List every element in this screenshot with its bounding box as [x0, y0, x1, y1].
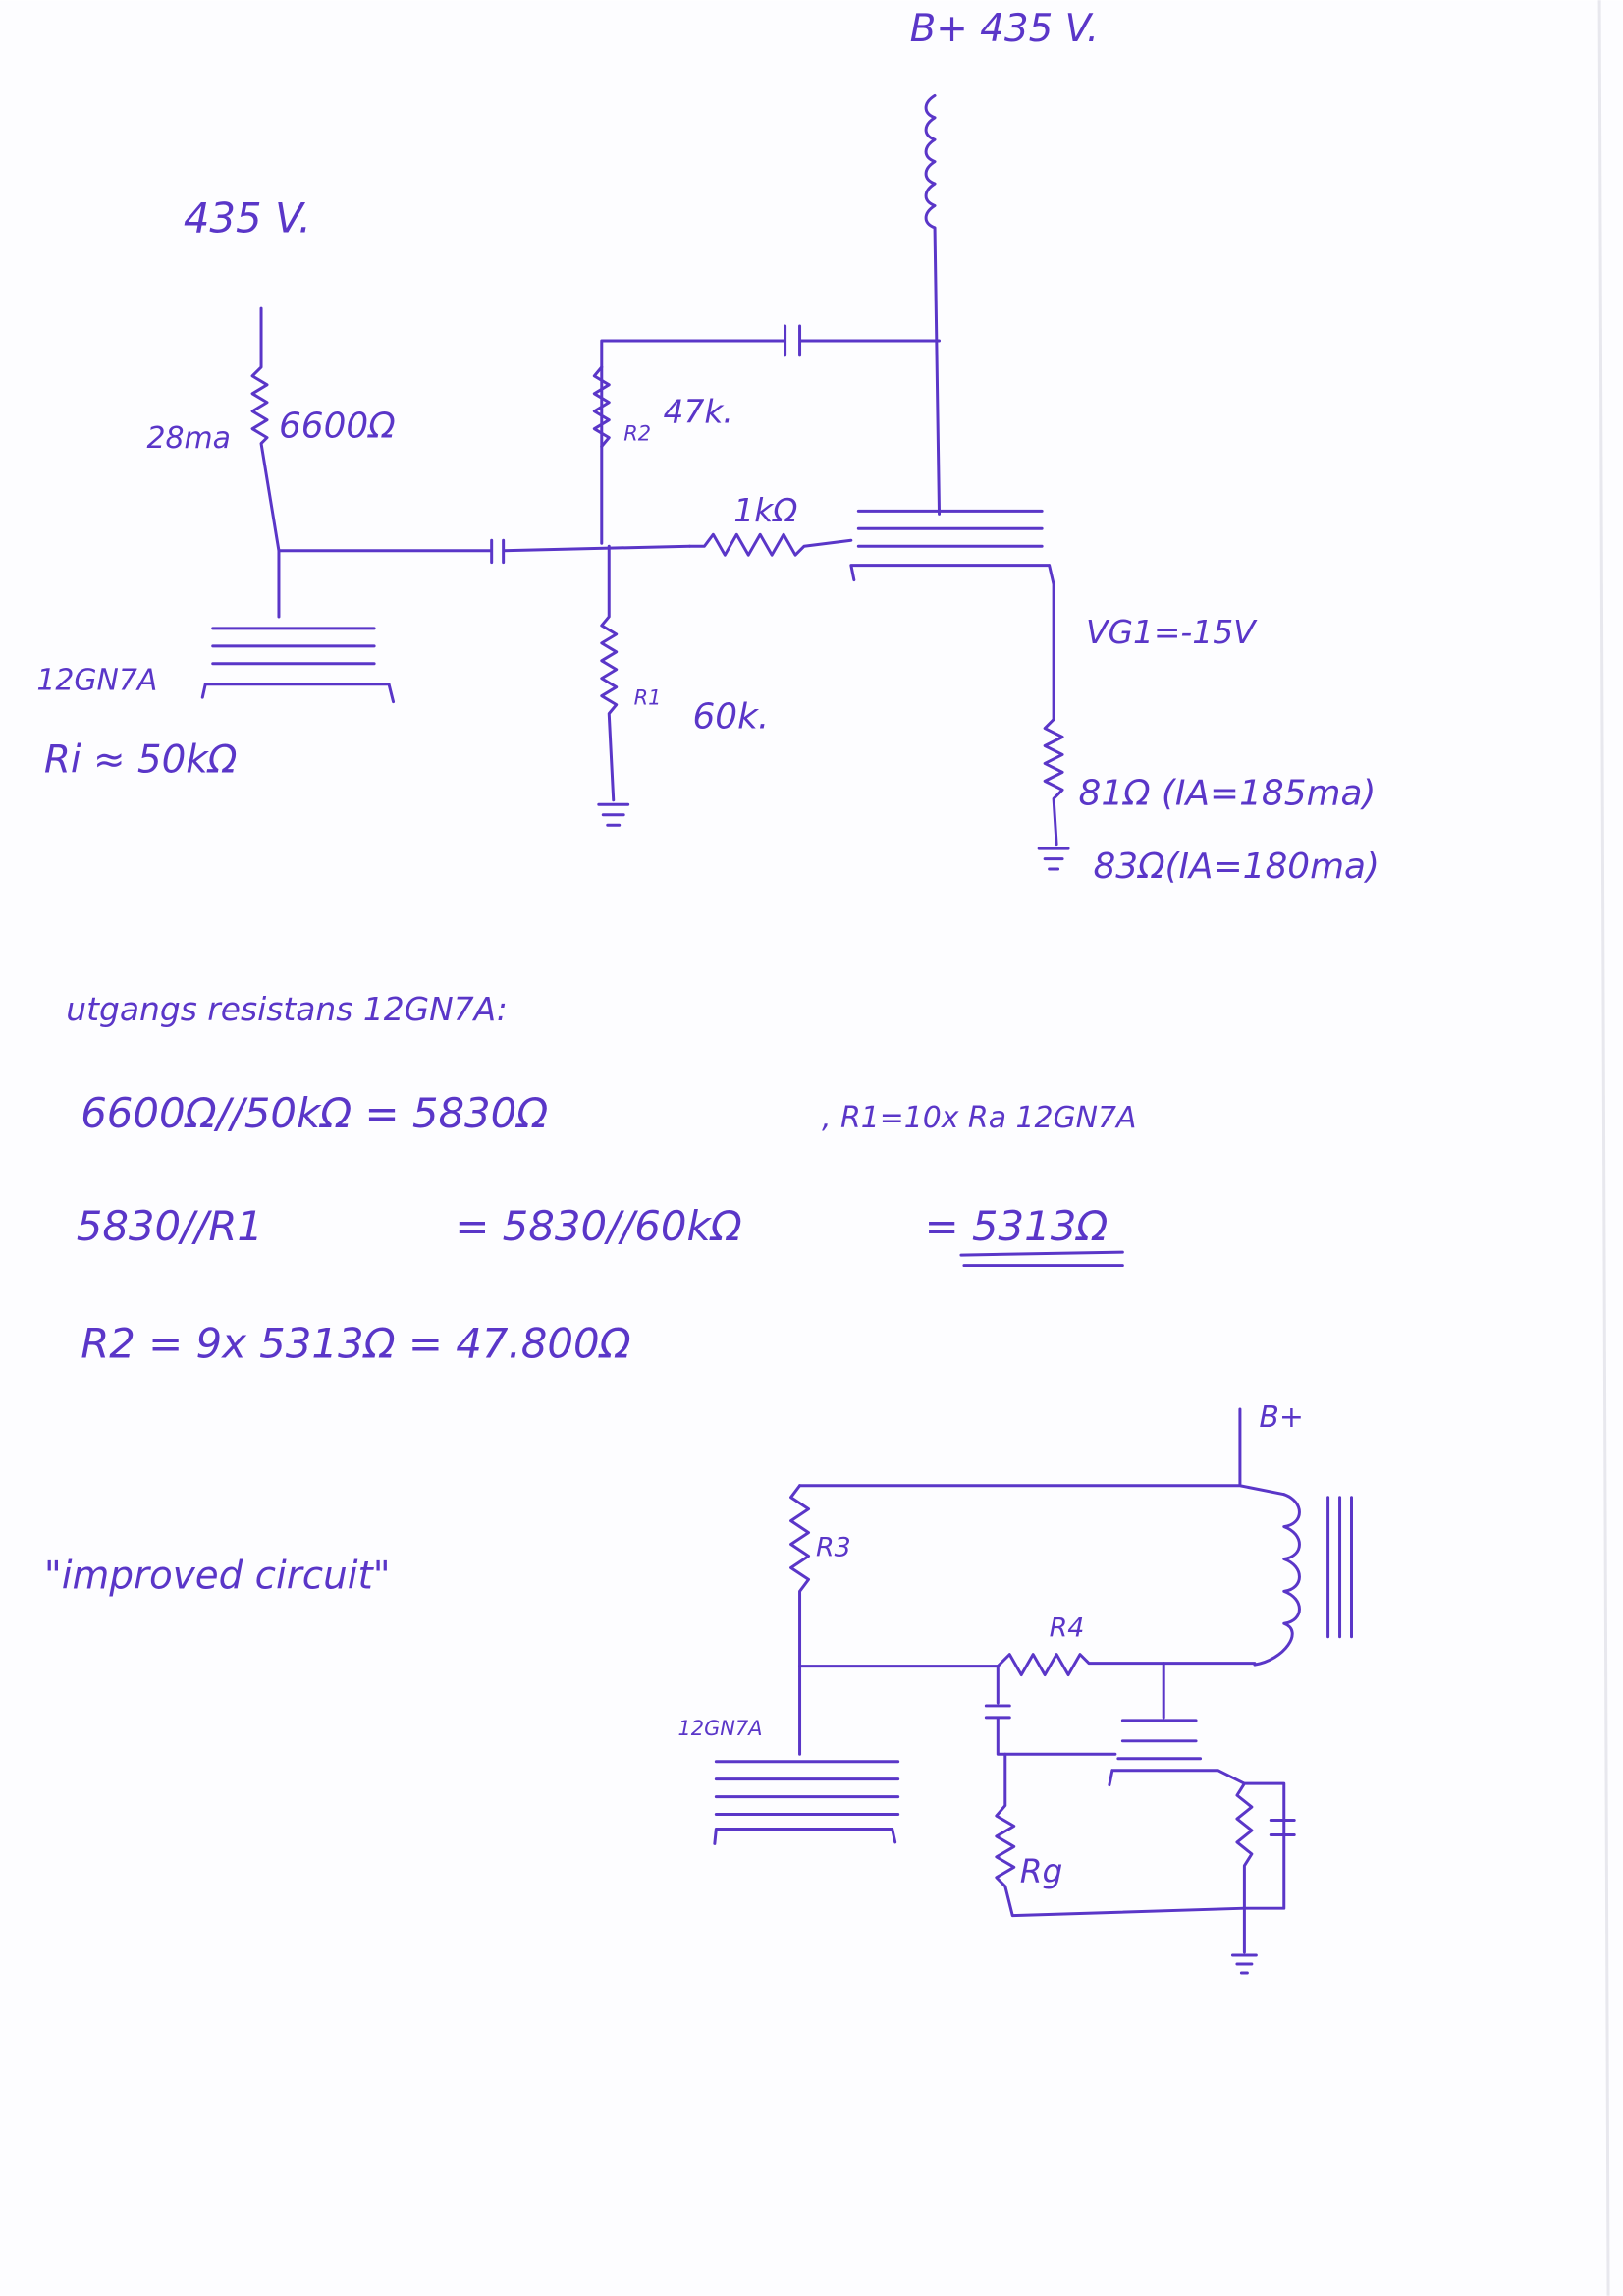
paper-edge — [1597, 0, 1610, 2296]
r1-resistor — [597, 544, 630, 827]
output-transformer-coil — [924, 93, 942, 516]
bottom-circuit: "improved circuit" B+ R3 R4 12GN7A Rg — [44, 1400, 1353, 1975]
bottom-driver-tube — [713, 1665, 900, 1845]
rg-resistor — [995, 1752, 1246, 1918]
cathode-label-2: 83Ω(IA=180ma) — [1093, 847, 1380, 887]
cathode-rc-network — [1230, 1781, 1296, 1975]
calc-line-2-result: = 5313Ω — [925, 1202, 1109, 1250]
r3-label: R3 — [816, 1532, 851, 1562]
grid-stopper-resistor — [687, 532, 853, 557]
calc-line-2-mid: = 5830//60kΩ — [455, 1202, 741, 1250]
calc-line-2-left: 5830//R1 — [77, 1202, 263, 1250]
output-tube — [849, 509, 1055, 722]
r1-value: 60k. — [692, 697, 769, 738]
plate-wire — [798, 1653, 1257, 1677]
grid-voltage-label: VG1=-15V — [1086, 613, 1258, 651]
bplus-label: B+ 435 V. — [910, 7, 1099, 51]
r4-label: R4 — [1050, 1613, 1085, 1644]
bottom-output-tube — [1108, 1662, 1246, 1787]
transformer — [1253, 1493, 1353, 1667]
feedback-wire — [600, 324, 942, 545]
improved-circuit-title: "improved circuit" — [44, 1554, 391, 1598]
calc-line-3: R2 = 9x 5313Ω = 47.800Ω — [81, 1320, 630, 1368]
grid-resistor-label: 1kΩ — [733, 491, 797, 529]
bplus-label-bottom: B+ — [1259, 1400, 1304, 1435]
supply-label: 435 V. — [184, 193, 311, 242]
cathode-resistor — [1037, 718, 1070, 871]
supply-rail — [798, 1407, 1286, 1497]
r1-label: R1 — [634, 686, 662, 710]
load-resistor-label: 6600Ω — [279, 407, 396, 447]
bottom-tube-label: 12GN7A — [677, 1717, 762, 1740]
r2-value: 47k. — [664, 393, 733, 431]
calc-heading: utgangs resistans 12GN7A: — [66, 990, 508, 1028]
driver-tube — [200, 549, 396, 704]
tube-label: 12GN7A — [36, 664, 157, 698]
calc-line-1: 6600Ω//50kΩ = 5830Ω — [81, 1089, 548, 1137]
cathode-label-1: 81Ω (IA=185ma) — [1079, 773, 1377, 813]
r3-resistor — [789, 1484, 811, 1668]
r2-resistor — [592, 365, 611, 449]
load-resistor — [250, 306, 281, 553]
coupling-capacitor-wire — [277, 538, 691, 565]
rg-label: Rg — [1020, 1851, 1063, 1889]
calc-line-1-note: , R1=10x Ra 12GN7A — [822, 1101, 1137, 1135]
ri-label: Ri ≈ 50kΩ — [44, 738, 238, 782]
top-circuit: B+ 435 V. 435 V. 28ma 6600Ω 12GN7A Ri ≈ … — [36, 7, 1380, 887]
r2-label: R2 — [623, 422, 651, 446]
coupling-capacitor-bottom — [984, 1665, 1117, 1756]
calculations: utgangs resistans 12GN7A: 6600Ω//50kΩ = … — [66, 990, 1136, 1368]
result-underline — [959, 1250, 1124, 1268]
current-label: 28ma — [146, 421, 230, 456]
